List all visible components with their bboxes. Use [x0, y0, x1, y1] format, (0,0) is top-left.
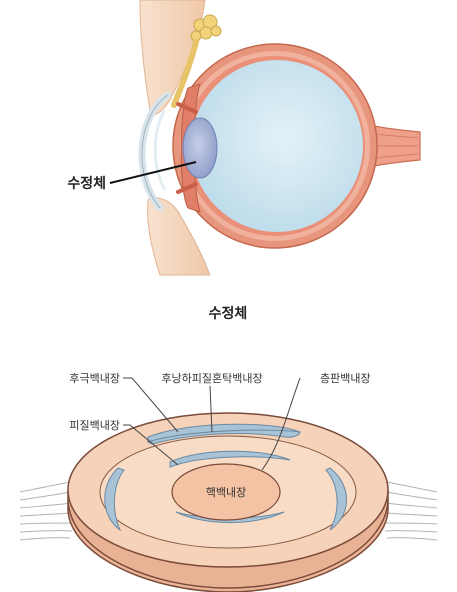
lens-nucleus — [171, 463, 281, 521]
leader-lines — [123, 377, 301, 471]
label-cortical-cataract: 피질백내장 — [69, 419, 120, 432]
figure-caption: 수정체 — [209, 305, 248, 322]
zonule-fibers-right — [384, 481, 438, 541]
label-posterior-polar-cataract: 후극백내장 — [69, 372, 120, 385]
label-posterior-subcapsular-cataract: 후낭하피질혼탁백내장 — [161, 371, 262, 385]
cortical-opacity-left — [104, 467, 125, 532]
cortical-opacity-right — [325, 467, 347, 531]
lens-cataract-diagram: 핵백내장 후극백내장 후낭하피질혼탁백내장 층판백내장 피질백내장 — [19, 371, 438, 592]
iris — [176, 102, 198, 194]
lamellar-opacity-top — [169, 450, 291, 468]
lens-pointer-line — [109, 161, 197, 184]
vitreous-body — [191, 60, 363, 232]
lacrimal-gland — [171, 14, 222, 108]
zonule-fibers-left — [19, 481, 73, 541]
label-nuclear-cataract: 핵백내장 — [206, 486, 246, 499]
label-lamellar-cataract: 층판백내장 — [320, 372, 371, 385]
lower-eyelid — [147, 197, 211, 276]
eye-cross-section: 수정체 — [67, 0, 421, 276]
lens — [182, 117, 218, 179]
lens-pointer-label: 수정체 — [67, 175, 106, 192]
